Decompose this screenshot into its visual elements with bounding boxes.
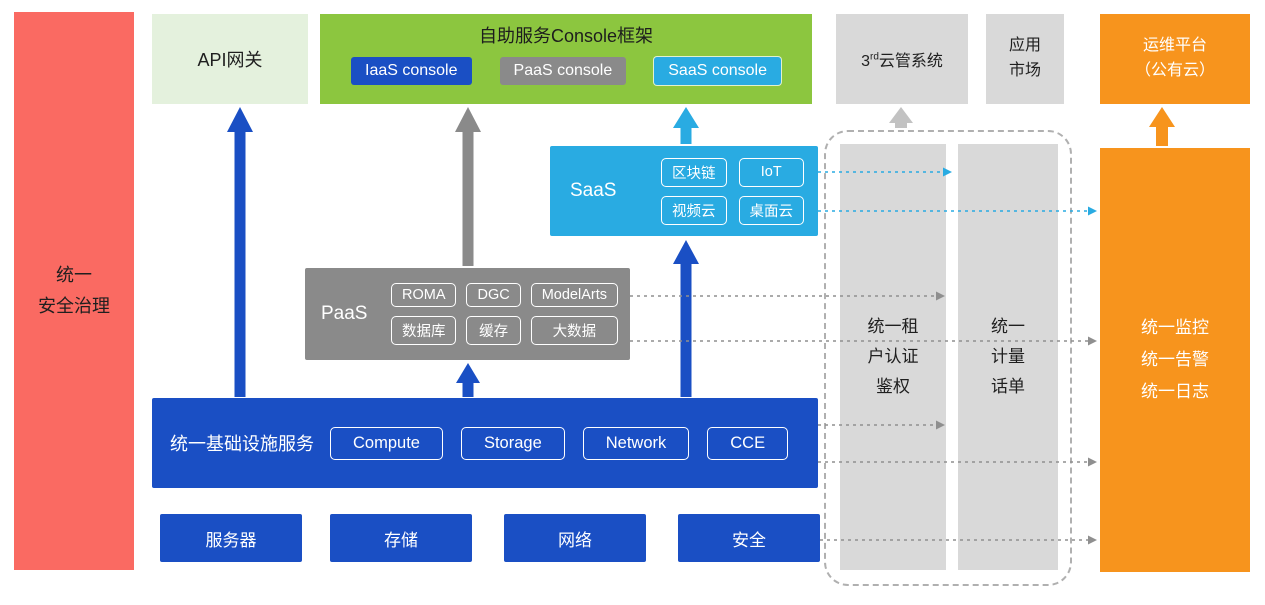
api-gateway-box: API网关 <box>152 14 308 104</box>
storage-hw-box: 存储 <box>330 514 472 562</box>
paas-layer-box: PaaS ROMA DGC ModelArts 数据库 缓存 大数据 <box>305 268 630 360</box>
arrow-infra-to-saas-icon <box>673 240 699 397</box>
paas-layer-label: PaaS <box>321 303 368 324</box>
third-party-prefix: 3 <box>861 53 870 70</box>
om-platform-box: 运维平台 （公有云） <box>1100 14 1250 104</box>
arrow-paas-to-console-icon <box>455 107 481 266</box>
network-chip: Network <box>582 426 690 460</box>
blockchain-chip: 区块链 <box>661 157 727 187</box>
metering-bar: 统一 计量 话单 <box>958 144 1058 570</box>
infrastructure-layer-box: 统一基础设施服务 Compute Storage Network CCE <box>152 398 818 488</box>
network-hw-label: 网络 <box>558 530 592 550</box>
security-governance-label: 统一 安全治理 <box>38 265 110 316</box>
arrow-monitor-to-om-platform-icon <box>1149 107 1175 146</box>
saas-console-button: SaaS console <box>654 57 781 85</box>
api-gateway-label: API网关 <box>197 50 263 70</box>
arrow-infra-to-api-gateway-icon <box>227 107 253 397</box>
storage-chip: Storage <box>460 426 565 460</box>
arrow-saas-to-console-icon <box>673 107 699 144</box>
om-platform-label: 运维平台 （公有云） <box>1134 37 1215 79</box>
modelarts-chip: ModelArts <box>530 283 618 307</box>
third-party-cloud-mgmt-label: 3rd云管系统 <box>861 47 943 71</box>
infrastructure-label: 统一基础设施服务 <box>170 434 314 454</box>
saas-layer-box: SaaS 区块链 IoT 视频云 桌面云 <box>550 146 818 236</box>
monitoring-bar: 统一监控 统一告警 统一日志 <box>1100 148 1250 572</box>
server-label: 服务器 <box>205 530 257 550</box>
third-party-suffix: 云管系统 <box>878 53 943 70</box>
iaas-console-button: IaaS console <box>351 57 472 85</box>
saas-services-grid: 区块链 IoT 视频云 桌面云 <box>661 157 804 225</box>
security-hw-label: 安全 <box>732 530 766 550</box>
security-hw-box: 安全 <box>678 514 820 562</box>
cache-chip: 缓存 <box>466 316 521 345</box>
paas-services-grid: ROMA DGC ModelArts 数据库 缓存 大数据 <box>390 283 618 345</box>
metering-label: 统一 计量 话单 <box>991 317 1025 396</box>
console-framework-title: 自助服务Console框架 <box>478 26 654 46</box>
tenant-auth-bar: 统一租 户认证 鉴权 <box>840 144 946 570</box>
arrow-shared-to-third-party-icon <box>889 107 913 128</box>
server-box: 服务器 <box>160 514 302 562</box>
compute-chip: Compute <box>330 426 443 460</box>
monitoring-label: 统一监控 统一告警 统一日志 <box>1141 317 1209 402</box>
network-hw-box: 网络 <box>504 514 646 562</box>
desktop-cloud-chip: 桌面云 <box>738 195 804 225</box>
arrow-infra-to-paas-icon <box>456 363 480 397</box>
console-buttons-row: IaaS console PaaS console SaaS console <box>351 57 781 85</box>
video-cloud-chip: 视频云 <box>661 195 727 225</box>
dgc-chip: DGC <box>466 283 521 307</box>
paas-console-button: PaaS console <box>499 57 627 85</box>
tenant-auth-label: 统一租 户认证 鉴权 <box>867 317 919 396</box>
iot-chip: IoT <box>738 157 804 187</box>
infrastructure-chips-row: Compute Storage Network CCE <box>330 426 789 460</box>
roma-chip: ROMA <box>390 283 457 307</box>
third-party-cloud-mgmt-box: 3rd云管系统 <box>836 14 968 104</box>
shared-services-dashed-container <box>824 130 1072 586</box>
bigdata-chip: 大数据 <box>530 316 618 345</box>
storage-hw-label: 存储 <box>384 530 418 550</box>
app-market-label: 应用 市场 <box>1008 37 1041 79</box>
database-chip: 数据库 <box>390 316 457 345</box>
third-party-superscript: rd <box>869 51 879 63</box>
saas-layer-label: SaaS <box>570 180 617 201</box>
security-governance-bar: 统一 安全治理 <box>14 12 134 570</box>
cce-chip: CCE <box>707 426 789 460</box>
app-market-box: 应用 市场 <box>986 14 1064 104</box>
console-framework-box: 自助服务Console框架 IaaS console PaaS console … <box>320 14 812 104</box>
